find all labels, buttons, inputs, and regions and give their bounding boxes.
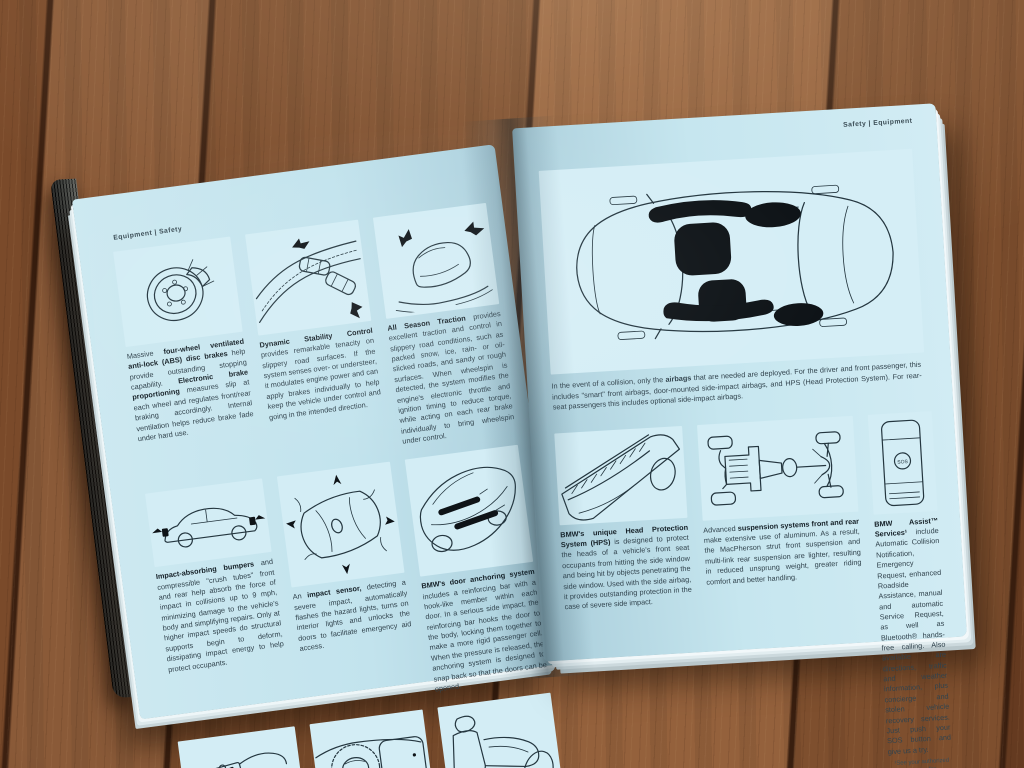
airbag-deployment-diagram bbox=[538, 148, 925, 375]
car-top-view-airbags-icon bbox=[576, 184, 894, 340]
car-door-reinforcing-bars-icon bbox=[419, 467, 516, 553]
bmw-assist-text: BMW Assist™ Services¹ include Automatic … bbox=[873, 515, 952, 756]
hps-figure bbox=[554, 425, 688, 526]
door-airbags-figure bbox=[437, 692, 565, 768]
section-battery-safety-terminal: Battery Safety Terminal, in a serious co… bbox=[177, 726, 320, 768]
dsc-figure bbox=[245, 219, 372, 336]
abs-brakes-text: Massive four-wheel ventilated anti-lock … bbox=[126, 336, 254, 444]
right-page: Safety | Equipment bbox=[512, 103, 968, 768]
door-anchoring-text: BMW's door anchoring system includes a r… bbox=[420, 566, 548, 694]
chassis-drivetrain-top-icon bbox=[707, 431, 844, 506]
traction-text: All Season Traction provides excellent t… bbox=[386, 308, 515, 446]
bumpers-figure bbox=[145, 478, 272, 568]
section-door-mounted-airbags: Large-area, door-mounted airbags help pr… bbox=[437, 692, 570, 768]
right-page-bottom-row: BMW's unique Head Protection System (HPS… bbox=[554, 410, 951, 768]
dsc-text: Dynamic Stability Control provides remar… bbox=[258, 325, 382, 422]
battery-figure bbox=[177, 726, 307, 768]
sos-overhead-console-icon: SOS bbox=[881, 419, 925, 506]
steering-wheel-airbag-icon bbox=[315, 736, 427, 768]
section-abs-brakes: Massive four-wheel ventilated anti-lock … bbox=[113, 236, 255, 444]
section-suspension: Advanced suspension systems front and re… bbox=[696, 415, 862, 588]
section-bmw-assist: SOS BMW Assist™ Services¹ include Automa… bbox=[867, 410, 955, 768]
front-airbags-figure bbox=[309, 709, 436, 768]
suspension-figure bbox=[696, 415, 859, 521]
traction-figure bbox=[372, 202, 500, 319]
left-page-grid: Massive four-wheel ventilated anti-lock … bbox=[113, 202, 570, 768]
suspension-text: Advanced suspension systems front and re… bbox=[702, 516, 862, 587]
bumpers-text: Impact-absorbing bumpers and compressibl… bbox=[155, 557, 285, 674]
sos-console-figure: SOS bbox=[867, 410, 938, 515]
car-side-crush-arrows-icon bbox=[152, 508, 266, 548]
battery-cable-icon bbox=[213, 752, 288, 768]
seat-door-airbag-icon bbox=[452, 715, 554, 768]
brake-disc-figure bbox=[113, 236, 243, 348]
section-all-season-traction: All Season Traction provides excellent t… bbox=[372, 202, 516, 447]
car-top-hazard-arrows-icon bbox=[286, 475, 395, 575]
car-wheelspin-icon bbox=[395, 221, 493, 313]
brake-disc-icon bbox=[146, 259, 215, 322]
section-head-protection-system: BMW's unique Head Protection System (HPS… bbox=[554, 425, 692, 613]
curving-road-cars-icon bbox=[255, 238, 363, 323]
left-page: Equipment | Safety bbox=[72, 144, 565, 768]
impact-sensor-figure bbox=[276, 461, 405, 588]
hps-text: BMW's unique Head Protection System (HPS… bbox=[559, 522, 692, 612]
section-impact-absorbing-bumpers: Impact-absorbing bumpers and compressibl… bbox=[145, 478, 286, 675]
right-page-header: Safety | Equipment bbox=[842, 117, 913, 129]
assist-footnote: ¹See your authorized BMW center for furt… bbox=[894, 757, 950, 768]
section-door-anchoring: BMW's door anchoring system includes a r… bbox=[404, 445, 549, 695]
interior-window-hps-tube-icon bbox=[561, 434, 680, 521]
sos-button-label: SOS bbox=[897, 459, 909, 466]
door-anchoring-figure bbox=[404, 445, 534, 577]
section-front-airbags: Front airbags help protect the driver's … bbox=[309, 709, 450, 768]
impact-sensor-text: An impact sensor, detecting a severe imp… bbox=[292, 577, 412, 654]
section-dynamic-stability-control: Dynamic Stability Control provides remar… bbox=[245, 219, 383, 423]
bmw-brochure-spread: Equipment | Safety bbox=[50, 92, 975, 768]
section-impact-sensor: An impact sensor, detecting a severe imp… bbox=[276, 461, 413, 655]
